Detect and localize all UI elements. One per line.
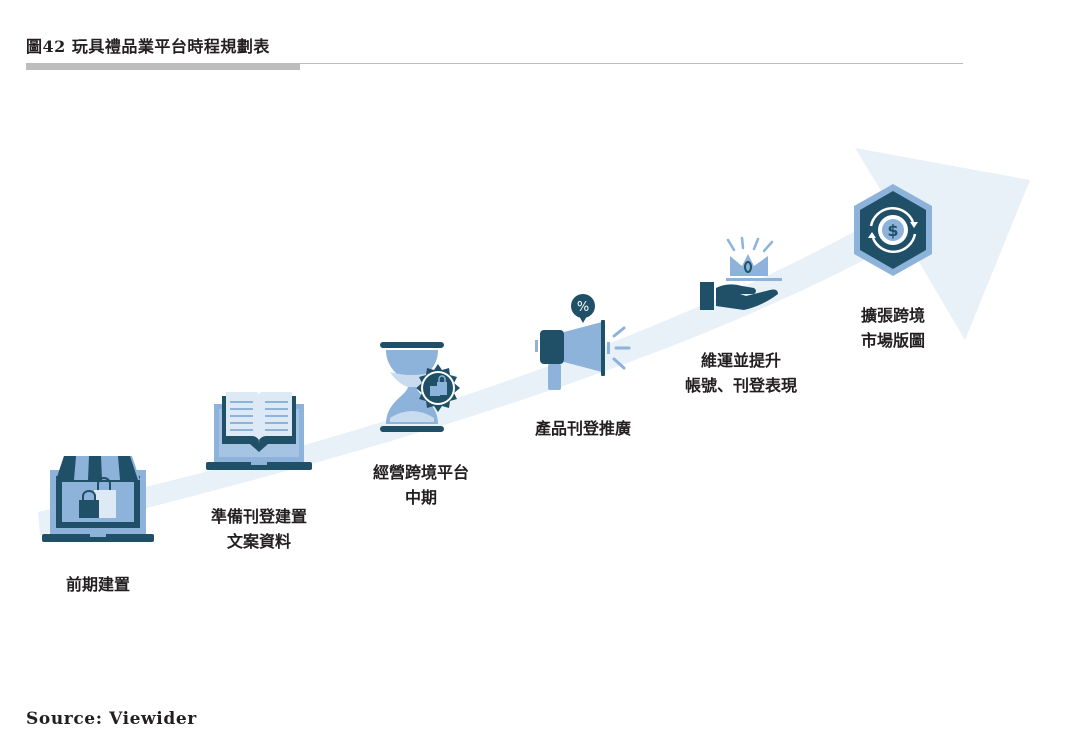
book-laptop-icon xyxy=(206,392,312,470)
step-6-line-1: 擴張跨境 xyxy=(860,306,925,325)
title-divider xyxy=(26,63,963,64)
step-1-line-1: 前期建置 xyxy=(65,575,130,594)
svg-text:$: $ xyxy=(887,221,898,240)
step-2-line-2: 文案資料 xyxy=(226,532,291,551)
step-3-label: 經營跨境平台 中期 xyxy=(360,460,482,510)
step-3-line-1: 經營跨境平台 xyxy=(372,463,469,482)
hexagon-dollar-cycle-icon: $ xyxy=(854,184,932,276)
step-6-label: 擴張跨境 市場版圖 xyxy=(838,303,948,353)
storefront-laptop-icon xyxy=(42,456,154,542)
step-5-label: 維運並提升 帳號、刊登表現 xyxy=(666,348,816,398)
step-4-line-1: 產品刊登推廣 xyxy=(534,419,631,438)
step-1-label: 前期建置 xyxy=(48,572,148,597)
hand-crown-icon xyxy=(700,236,782,310)
step-3-line-2: 中期 xyxy=(404,488,437,507)
source-note: Source: Viewider xyxy=(26,709,197,729)
step-6-line-2: 市場版圖 xyxy=(860,331,925,350)
hourglass-shopping-icon xyxy=(380,342,460,432)
figure-title: 圖42 玩具禮品業平台時程規劃表 xyxy=(26,37,270,56)
step-2-label: 準備刊登建置 文案資料 xyxy=(198,504,320,554)
megaphone-percent-icon: % xyxy=(535,294,631,390)
step-4-label: 產品刊登推廣 xyxy=(518,416,648,441)
title-underline-accent xyxy=(26,63,300,70)
step-5-line-2: 帳號、刊登表現 xyxy=(684,376,797,395)
step-5-line-1: 維運並提升 xyxy=(700,351,781,370)
svg-text:%: % xyxy=(577,300,589,315)
step-2-line-1: 準備刊登建置 xyxy=(210,507,307,526)
